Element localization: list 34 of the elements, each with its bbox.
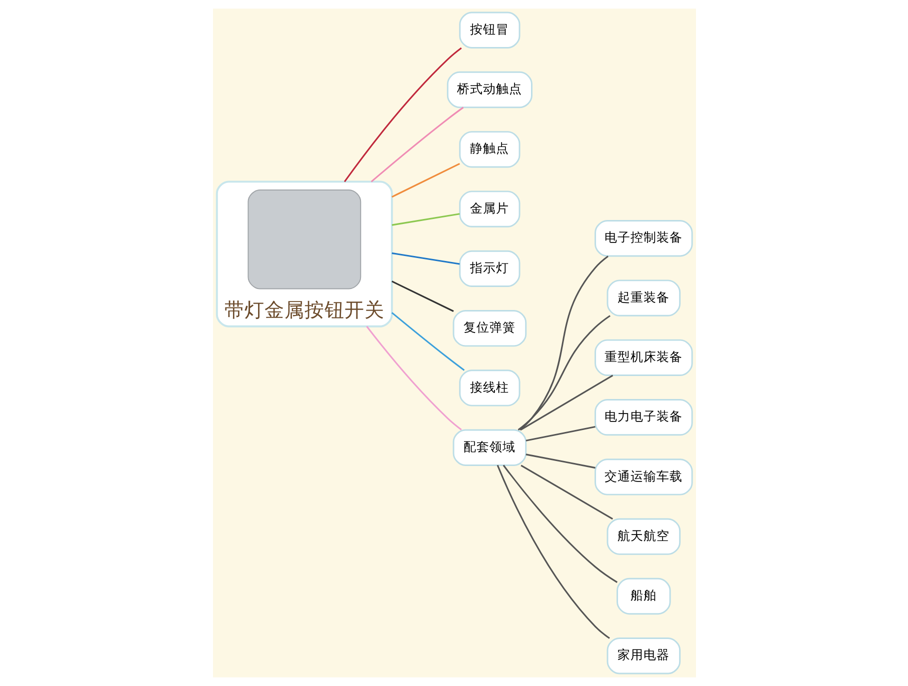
connector <box>496 464 610 639</box>
connector <box>518 256 608 431</box>
node-box <box>247 190 361 290</box>
node-box: 起重装备 <box>606 280 680 316</box>
connector <box>502 464 618 583</box>
connector <box>517 315 610 431</box>
node-box: 配套领域 <box>452 429 526 466</box>
node-box: 金属片 <box>458 190 520 228</box>
connector <box>525 454 595 469</box>
connector <box>370 106 464 182</box>
connector <box>343 47 462 182</box>
node-box: 电子控制装备 <box>594 220 692 257</box>
node-box: 家用电器 <box>606 638 680 674</box>
connector <box>366 326 462 430</box>
node-box: 指示灯 <box>458 250 520 288</box>
connector <box>390 312 464 371</box>
node-box: 航天航空 <box>606 518 680 555</box>
connector <box>391 213 460 226</box>
node-box: 交通运输车载 <box>594 458 692 496</box>
node-box: 重型机床装备 <box>594 339 692 376</box>
node-box: 按钮冒 <box>458 12 520 48</box>
connector <box>525 426 595 442</box>
node-box: 电力电子装备 <box>594 398 692 436</box>
cluster: 带灯金属按钮开关 <box>215 180 392 328</box>
connector <box>391 280 454 312</box>
node-box: 船舶 <box>616 578 670 615</box>
node-box: 桥式动触点 <box>446 71 532 108</box>
node-box: 静触点 <box>458 131 520 168</box>
connector <box>520 374 613 431</box>
node-box: 接线柱 <box>458 370 520 406</box>
connector <box>520 464 613 520</box>
node-box: 复位弹簧 <box>452 310 526 347</box>
connector <box>391 162 460 198</box>
connector <box>391 252 460 265</box>
